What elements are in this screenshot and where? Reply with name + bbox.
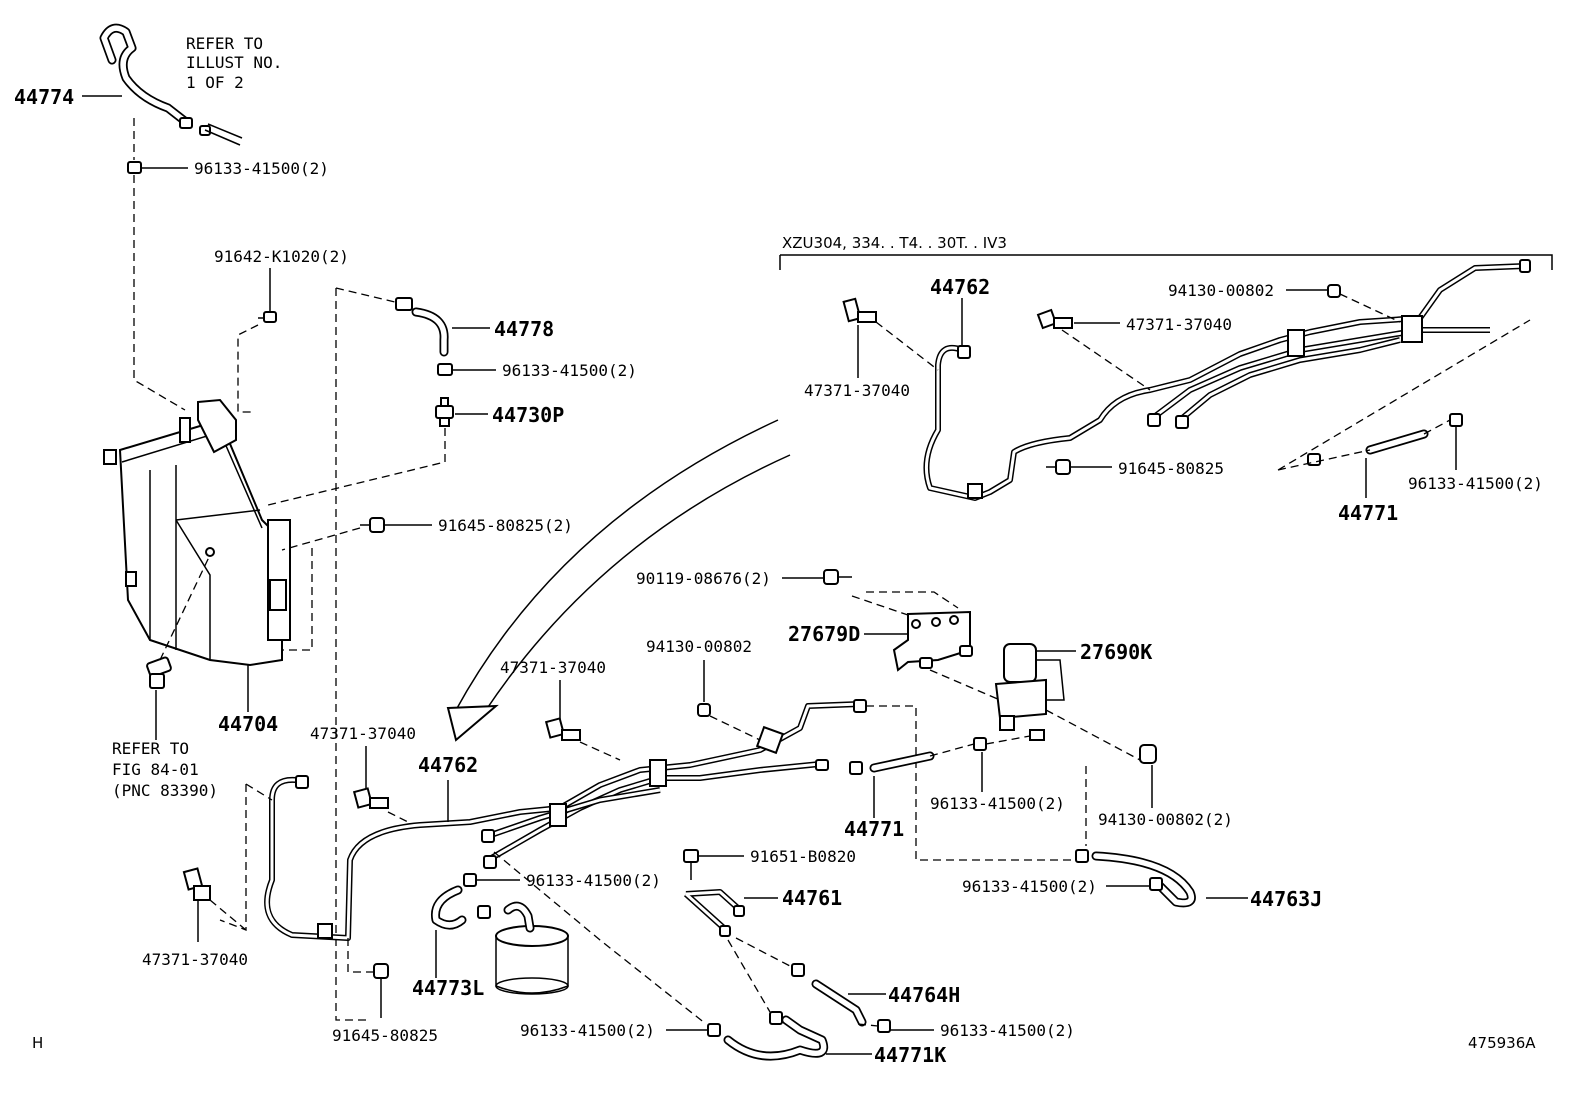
- part-label-44778: 44778: [494, 317, 554, 341]
- nut-icon: [697, 703, 711, 717]
- part-label-44730P: 44730P: [492, 403, 564, 427]
- clip-icon: [182, 867, 211, 901]
- bolt-icon: [823, 569, 852, 585]
- bracket-27679D[interactable]: [892, 610, 971, 672]
- check-valve-44730P[interactable]: [435, 397, 454, 427]
- clip-icon: [842, 297, 877, 323]
- hose-44764H[interactable]: [791, 963, 891, 1033]
- part-label-44771K: 44771K: [874, 1043, 946, 1067]
- part-label-27679D: 27679D: [788, 622, 860, 646]
- pressure-sensor-icon: [146, 656, 172, 689]
- part-label-47371-left: 47371-37040: [310, 724, 416, 743]
- fuel-pipe-assembly-mid[interactable]: [264, 699, 867, 941]
- bolt-icon: [683, 849, 699, 880]
- part-label-44773L: 44773L: [412, 976, 484, 1000]
- part-label-91645-bottom: 91645-80825: [332, 1026, 438, 1045]
- hose-clamp-icon: [127, 161, 142, 174]
- refer-note-line-2: ILLUST NO.: [186, 53, 282, 72]
- vsv-27690K[interactable]: [919, 643, 1065, 741]
- part-label-27690K: 27690K: [1080, 640, 1152, 664]
- reference-arrow: [455, 419, 779, 711]
- hose-44771-mid[interactable]: [849, 737, 987, 775]
- refer-fig-line-3: (PNC 83390): [112, 781, 218, 800]
- charcoal-canister-44704[interactable]: [103, 398, 291, 667]
- part-label-91651: 91651-B0820: [750, 847, 856, 866]
- bolt-icon: [258, 311, 277, 323]
- variant-header: XZU304, 334. . T4. . 30T. . IV3: [782, 234, 1007, 252]
- part-label-44771-mid: 44771: [844, 817, 904, 841]
- hose-44771K[interactable]: [707, 1011, 829, 1061]
- refer-fig-line-1: REFER TO: [112, 739, 189, 758]
- part-label-47371-mid: 47371-37040: [500, 658, 606, 677]
- hose-44774[interactable]: [99, 23, 191, 127]
- part-label-44764H: 44764H: [888, 983, 960, 1007]
- part-label-96133-f: 96133-41500(2): [940, 1021, 1075, 1040]
- bolt-icon: [1046, 459, 1071, 475]
- part-label-90119: 90119-08676(2): [636, 569, 771, 588]
- part-label-44761: 44761: [782, 886, 842, 910]
- part-label-47371-top-left: 47371-37040: [804, 381, 910, 400]
- part-label-44771-top: 44771: [1338, 501, 1398, 525]
- part-label-96133-e: 96133-41500(2): [520, 1021, 655, 1040]
- hose-44771-top[interactable]: [1307, 413, 1463, 466]
- hose-clamp: [179, 117, 211, 136]
- hose-clamp-icon: [463, 873, 477, 887]
- refer-note-line-3: 1 OF 2: [186, 73, 244, 92]
- part-label-96133-top: 96133-41500(2): [1408, 474, 1543, 493]
- refer-fig-line-2: FIG 84-01: [112, 760, 199, 779]
- part-label-94130-right: 94130-00802(2): [1098, 810, 1233, 829]
- part-label-94130-mid: 94130-00802: [646, 637, 752, 656]
- part-label-94130-top: 94130-00802: [1168, 281, 1274, 300]
- part-label-91645-a: 91645-80825(2): [438, 516, 573, 535]
- clip-icon: [544, 717, 581, 741]
- part-label-44762-top: 44762: [930, 275, 990, 299]
- part-label-44763J: 44763J: [1250, 887, 1322, 911]
- part-label-44762-mid: 44762: [418, 753, 478, 777]
- hose-44763J[interactable]: [1075, 849, 1196, 908]
- pipe-44761[interactable]: [683, 889, 745, 937]
- part-label-96133-mid: 96133-41500(2): [930, 794, 1065, 813]
- hose-44778[interactable]: [395, 297, 449, 357]
- part-label-96133-d: 96133-41500(2): [962, 877, 1097, 896]
- bolt-icon: [373, 963, 389, 990]
- hose-44773L[interactable]: [430, 885, 467, 930]
- refer-note-line-1: REFER TO: [186, 34, 263, 53]
- nut-icon: [1327, 284, 1341, 298]
- part-label-96133-a: 96133-41500(2): [194, 159, 329, 178]
- part-label-91642: 91642-K1020(2): [214, 247, 349, 266]
- variant-bracket: [779, 254, 1553, 270]
- air-filter-icon: [477, 901, 569, 995]
- part-label-96133-b: 96133-41500(2): [502, 361, 637, 380]
- corner-mark: H: [32, 1034, 43, 1052]
- hose-clamp-icon: [437, 363, 453, 376]
- figure-code: 475936A: [1468, 1034, 1536, 1052]
- clip-icon: [352, 787, 389, 809]
- part-label-47371-top-right: 47371-37040: [1126, 315, 1232, 334]
- part-label-44704: 44704: [218, 712, 278, 736]
- part-label-91645-top: 91645-80825: [1118, 459, 1224, 478]
- part-label-47371-bottom: 47371-37040: [142, 950, 248, 969]
- part-label-96133-c: 96133-41500(2): [526, 871, 661, 890]
- part-label-44774: 44774: [14, 85, 74, 109]
- clip-icon: [1036, 308, 1073, 330]
- nut-icon: [1139, 744, 1157, 764]
- bolt-icon: [360, 517, 385, 533]
